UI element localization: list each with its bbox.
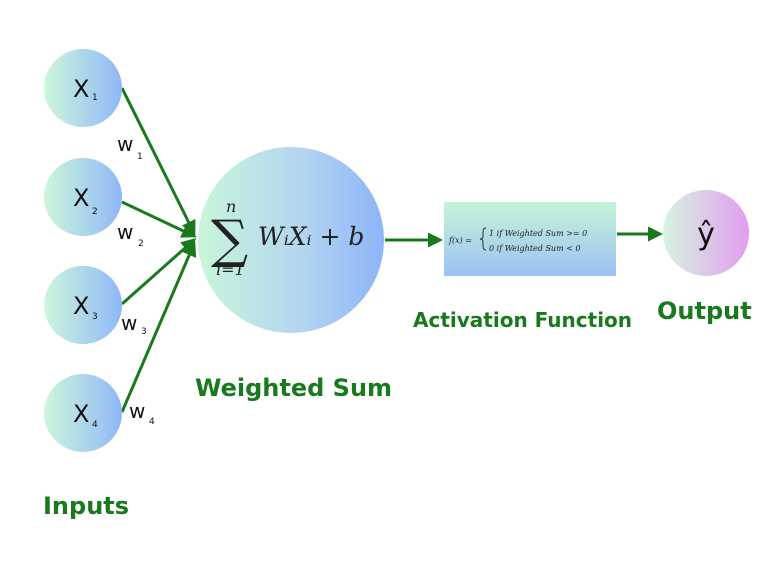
inputs-label: Inputs (43, 492, 129, 520)
input-node-2-letter: X (73, 184, 89, 212)
weight-1-letter: w (117, 132, 133, 156)
output-node: ŷ (663, 190, 749, 276)
activation-function-label: Activation Function (413, 308, 632, 332)
input-node-2-sub: 2 (92, 207, 98, 217)
input-node-1-letter: X (73, 75, 89, 103)
sigma-symbol: ∑ (211, 210, 248, 270)
activation-case-1: 1 if Weighted Sum >= 0 (489, 229, 587, 238)
weight-1-sub: 1 (137, 152, 143, 162)
connection-x2 (121, 200, 197, 238)
input-node-2: X 2 (44, 158, 122, 236)
sigma-upper: n (226, 197, 236, 216)
weight-4-sub: 4 (149, 417, 155, 427)
input-node-4-sub: 4 (92, 420, 98, 430)
input-node-3-letter: X (73, 292, 89, 320)
weight-2-letter: w (117, 220, 133, 244)
input-node-4-letter: X (73, 400, 89, 428)
connection-x4 (120, 241, 197, 413)
weight-label-3: w 3 (121, 311, 147, 337)
weighted-sum-label: Weighted Sum (195, 374, 392, 402)
activation-fx: f(x) = (448, 236, 472, 245)
weight-4-letter: w (129, 399, 145, 423)
weight-label-1: w 1 (117, 132, 143, 162)
weight-3-sub: 3 (141, 327, 147, 337)
output-symbol: ŷ (697, 217, 715, 252)
input-node-1: X 1 (44, 49, 122, 127)
input-node-4: X 4 (44, 374, 122, 452)
sum-expression: WᵢXᵢ + b (258, 222, 364, 251)
input-node-3: X 3 (44, 266, 122, 344)
weighted-sum-node: ∑ n i=1 WᵢXᵢ + b (198, 147, 384, 333)
weight-label-2: w 2 (117, 220, 144, 249)
sigma-lower: i=1 (216, 260, 245, 279)
connection-x3 (121, 238, 197, 306)
weight-3-letter: w (121, 311, 137, 335)
output-label: Output (657, 297, 752, 325)
activation-case-2: 0 if Weighted Sum < 0 (489, 244, 581, 253)
connection-x1 (120, 87, 196, 236)
input-connections (120, 87, 197, 413)
weight-2-sub: 2 (138, 239, 144, 249)
activation-function-box: f(x) = 1 if Weighted Sum >= 0 0 if Weigh… (444, 202, 616, 276)
activation-brace (479, 227, 487, 251)
input-node-3-sub: 3 (92, 312, 98, 322)
input-node-1-sub: 1 (92, 93, 98, 103)
weight-label-4: w 4 (129, 399, 155, 427)
